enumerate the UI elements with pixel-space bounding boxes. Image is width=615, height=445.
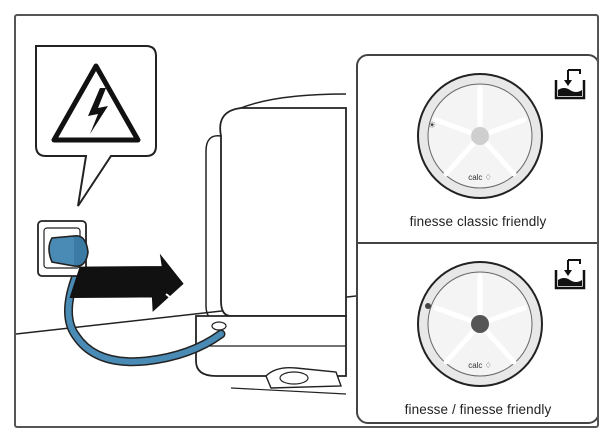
arrow-highlight xyxy=(165,293,182,307)
dial-mark: ☀ xyxy=(428,120,436,130)
dial-center xyxy=(471,127,489,145)
caption-bottom: finesse / finesse friendly xyxy=(404,402,552,417)
illustration-frame: ☀ calc ♢ finesse classic friendly c xyxy=(14,14,599,428)
power-plug-icon xyxy=(48,235,89,268)
coffee-machine xyxy=(195,93,347,395)
power-cable xyxy=(65,273,224,365)
water-tank-fill-icon xyxy=(554,69,586,100)
descale-dial-classic: ☀ calc ♢ xyxy=(417,73,543,199)
panel-divider xyxy=(358,242,597,244)
dial-center xyxy=(471,315,489,333)
dial-mark xyxy=(425,303,431,309)
warning-electric-icon xyxy=(51,63,141,143)
water-tank-fill-icon xyxy=(554,259,586,290)
caption-top: finesse classic friendly xyxy=(409,214,547,229)
calc-label: calc ♢ xyxy=(468,173,492,182)
push-arrow-icon xyxy=(69,253,184,312)
calc-label: calc ♢ xyxy=(468,361,492,370)
machine-scene xyxy=(16,45,357,395)
descale-dial-finesse: calc ♢ xyxy=(417,261,543,387)
descale-panel: ☀ calc ♢ finesse classic friendly c xyxy=(356,54,597,424)
